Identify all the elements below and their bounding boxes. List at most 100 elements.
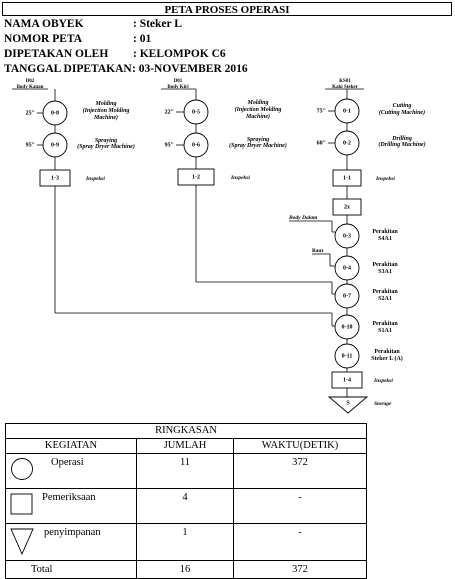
- operation-name: Perakitan: [374, 349, 400, 355]
- header-key: DIPETAKAN OLEH: [4, 48, 109, 60]
- operation-time: 95": [26, 142, 35, 148]
- operation-name: Perakitan: [372, 229, 398, 235]
- operation-code: S1A1: [378, 328, 392, 334]
- operation-time: 22": [165, 109, 174, 115]
- operation-time: 25": [26, 110, 35, 116]
- header-value: : 01: [133, 33, 152, 45]
- page-title: PETA PROSES OPERASI: [2, 2, 452, 16]
- header-key: NAMA OBYEK: [4, 18, 84, 30]
- operation-0-7: 0-7: [334, 283, 360, 309]
- inspection-desc: Inspeksi: [375, 176, 395, 182]
- operation-machine: (Injection Molding: [83, 107, 130, 114]
- summary-header: WAKTU(DETIK): [233, 438, 367, 454]
- total-count: 16: [136, 560, 234, 579]
- header-key: NOMOR PETA: [4, 33, 83, 45]
- inspection-1-4: 1-4: [331, 371, 363, 389]
- operation-label: 0-3: [343, 233, 351, 239]
- inspection-1-2: 1-2: [177, 168, 215, 186]
- column-code: KS01: [339, 79, 351, 84]
- inspection-desc: Inspeksi: [373, 378, 393, 384]
- column-name: Body Kiri: [167, 85, 189, 90]
- summary-header: KEGIATAN: [5, 438, 137, 454]
- operation-0-6: 0-6: [183, 132, 209, 158]
- activity-count: 4: [136, 488, 234, 524]
- operation-time: 95": [165, 142, 174, 148]
- operation-code: Steker L (A): [371, 355, 403, 362]
- operation-code: S2A1: [378, 296, 392, 302]
- inspection-label: 1-2: [192, 174, 200, 180]
- operation-machine: (Cutting Machine): [379, 109, 425, 116]
- operation-circle-icon: [11, 458, 33, 480]
- operation-name: Drilling: [391, 136, 412, 142]
- operation-name: Molding: [94, 101, 116, 107]
- operation-code: S4A1: [378, 236, 392, 242]
- summary-total-row: Total 16 372: [5, 560, 367, 579]
- inspection-desc: Inspeksi: [85, 176, 105, 182]
- table-row: Operasi 11 372: [5, 453, 367, 489]
- header-value: : KELOMPOK C6: [133, 48, 226, 60]
- operation-name: Perakitan: [372, 321, 398, 327]
- activity-name: Pemeriksaan: [42, 492, 96, 503]
- storage-label: S: [346, 400, 350, 406]
- summary-header: JUMLAH: [136, 438, 234, 454]
- operation-label: 0-1: [343, 108, 351, 114]
- inspection-label: 2x: [344, 204, 350, 210]
- header-value: : Steker L: [133, 18, 182, 30]
- activity-cell: Operasi: [5, 453, 137, 489]
- header-value: : 03-NOVEMBER 2016: [132, 63, 248, 75]
- column-name: Kaki Steker: [332, 85, 358, 90]
- storage-desc: Storage: [374, 401, 392, 407]
- operation-0-5: 0-5: [183, 99, 209, 125]
- operation-label: 0-6: [192, 142, 200, 148]
- operation-label: 0-8: [51, 110, 59, 116]
- storage-triangle: S: [327, 396, 369, 414]
- header-row-author: DIPETAKAN OLEH : KELOMPOK C6: [4, 47, 226, 61]
- operation-label: 0-9: [51, 142, 59, 148]
- column-code: D01: [174, 79, 183, 84]
- operation-0-1: 0-1: [334, 98, 360, 124]
- header-row-map-number: NOMOR PETA : 01: [4, 32, 151, 46]
- operation-time: 60": [317, 140, 326, 146]
- operation-name: Perakitan: [372, 262, 398, 268]
- operation-name: Spraying: [95, 138, 117, 144]
- column-code: D02: [26, 79, 35, 84]
- operation-label: 0-2: [343, 140, 351, 146]
- operation-machine: (Drilling Machine): [378, 141, 425, 148]
- storage-triangle-icon: [10, 528, 34, 556]
- activity-time: -: [233, 523, 367, 561]
- inspection-label: 1-3: [51, 175, 59, 181]
- operation-label: 0-5: [192, 109, 200, 115]
- inspection-label: 1-4: [343, 377, 351, 383]
- activity-time: -: [233, 488, 367, 524]
- table-row: Pemeriksaan 4 -: [5, 488, 367, 524]
- operation-time: 75": [317, 108, 326, 114]
- activity-count: 1: [136, 523, 234, 561]
- inspection-2x: 2x: [332, 198, 362, 216]
- side-input-label: Body Dalam: [288, 215, 318, 221]
- operation-machine: (Injection Molding: [235, 106, 282, 113]
- inspection-1-1: 1-1: [332, 169, 362, 187]
- inspection-1-3: 1-3: [39, 169, 71, 187]
- activity-name: Operasi: [51, 457, 84, 468]
- operation-machine: (Spray Dryer Machine): [229, 142, 287, 149]
- operation-0-9: 0-9: [42, 132, 68, 158]
- total-time: 372: [233, 560, 367, 579]
- summary-header-row: KEGIATAN JUMLAH WAKTU(DETIK): [5, 438, 367, 454]
- operation-label: 0-7: [343, 293, 351, 299]
- column-name: Body Kanan: [17, 85, 44, 90]
- summary-table: RINGKASAN KEGIATAN JUMLAH WAKTU(DETIK) O…: [5, 423, 367, 579]
- inspection-square-icon: [10, 493, 33, 515]
- inspection-desc: Inspeksi: [230, 175, 250, 181]
- operation-code: S3A1: [378, 269, 392, 275]
- operation-0-2: 0-2: [334, 130, 360, 156]
- table-row: penyimpanan 1 -: [5, 523, 367, 561]
- activity-cell: Pemeriksaan: [5, 488, 137, 524]
- process-flow-diagram: D02 Body Kanan D01 Body Kiri KS01 Kaki S…: [12, 79, 426, 414]
- summary-title: RINGKASAN: [5, 423, 367, 439]
- operation-machine: Machine): [245, 113, 270, 120]
- total-label: Total: [5, 560, 137, 579]
- operation-0-11: 0-11: [334, 343, 360, 369]
- header-key: TANGGAL DIPETAKAN: [4, 63, 132, 75]
- operation-machine: (Spray Dryer Machine): [77, 143, 135, 150]
